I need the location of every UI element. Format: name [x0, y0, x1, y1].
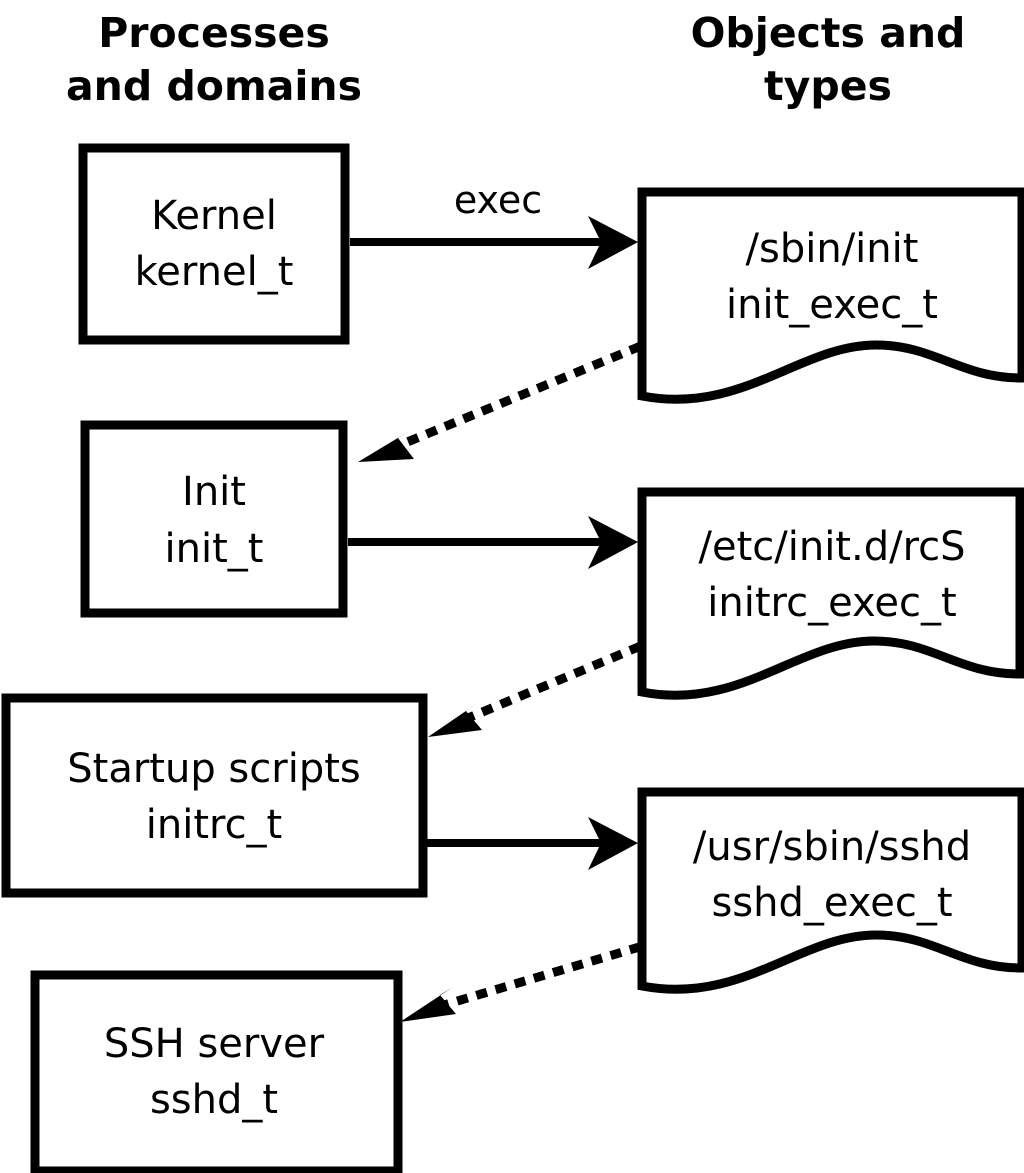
edge-kernel-exec-init: exec — [350, 178, 638, 269]
process-node-kernel-name: Kernel — [151, 193, 277, 239]
process-node-sshd[interactable]: SSH server sshd_t — [30, 970, 403, 1173]
edge-line-dotted — [394, 342, 642, 451]
header-processes-line2: and domains — [66, 62, 362, 110]
header-objects-line1: Objects and — [691, 9, 966, 57]
edge-initrc-exec-to-initrc — [428, 642, 642, 737]
process-node-init[interactable]: Init init_t — [80, 420, 348, 618]
column-header-objects: Objects and types — [691, 9, 966, 110]
process-node-sshd-name: SSH server — [104, 1021, 325, 1067]
edge-sshd-exec-to-sshd — [400, 942, 642, 1022]
object-node-initrc-exec-path: /etc/init.d/rcS — [698, 524, 965, 570]
arrow-head-icon — [428, 702, 482, 737]
object-node-initrc-exec[interactable]: /etc/init.d/rcS initrc_exec_t — [637, 487, 1024, 700]
process-node-initrc-box[interactable] — [1, 693, 428, 898]
edge-line-dotted — [438, 942, 642, 1011]
object-node-init-exec-type: init_exec_t — [726, 282, 938, 328]
header-processes-line1: Processes — [98, 9, 330, 57]
process-node-kernel-type: kernel_t — [135, 249, 294, 295]
arrow-head-icon — [588, 817, 638, 870]
arrow-head-icon — [588, 216, 638, 269]
edge-line-dotted — [462, 642, 642, 724]
process-node-init-type: init_t — [165, 526, 264, 572]
column-header-processes: Processes and domains — [66, 9, 362, 110]
edge-label-exec: exec — [454, 178, 542, 222]
object-node-sshd-exec[interactable]: /usr/sbin/sshd sshd_exec_t — [637, 787, 1024, 994]
object-node-initrc-exec-type: initrc_exec_t — [707, 580, 956, 626]
arrow-head-icon — [400, 987, 456, 1022]
object-node-sshd-exec-path: /usr/sbin/sshd — [693, 824, 971, 870]
process-node-initrc[interactable]: Startup scripts initrc_t — [1, 693, 428, 898]
process-node-kernel[interactable]: Kernel kernel_t — [78, 143, 350, 345]
object-node-init-exec-document-shape[interactable] — [637, 187, 1024, 404]
object-node-sshd-exec-document-shape[interactable] — [637, 787, 1024, 994]
edge-init-exec-to-init — [358, 342, 642, 462]
edge-init-exec-initrc — [348, 516, 638, 569]
process-node-init-box[interactable] — [80, 420, 348, 618]
object-node-sshd-exec-type: sshd_exec_t — [711, 880, 952, 926]
object-node-init-exec-path: /sbin/init — [746, 226, 919, 272]
arrow-head-icon — [358, 430, 414, 462]
process-node-kernel-box[interactable] — [78, 143, 350, 345]
object-node-initrc-exec-document-shape[interactable] — [637, 487, 1024, 700]
arrow-head-icon — [588, 516, 638, 569]
header-objects-line2: types — [764, 62, 892, 110]
process-node-sshd-type: sshd_t — [150, 1077, 278, 1123]
process-node-initrc-name: Startup scripts — [67, 746, 360, 792]
object-node-init-exec[interactable]: /sbin/init init_exec_t — [637, 187, 1024, 404]
process-node-sshd-box[interactable] — [30, 970, 403, 1173]
process-node-initrc-type: initrc_t — [146, 802, 283, 848]
process-node-init-name: Init — [182, 469, 246, 515]
edge-initrc-exec-sshd — [427, 817, 638, 870]
